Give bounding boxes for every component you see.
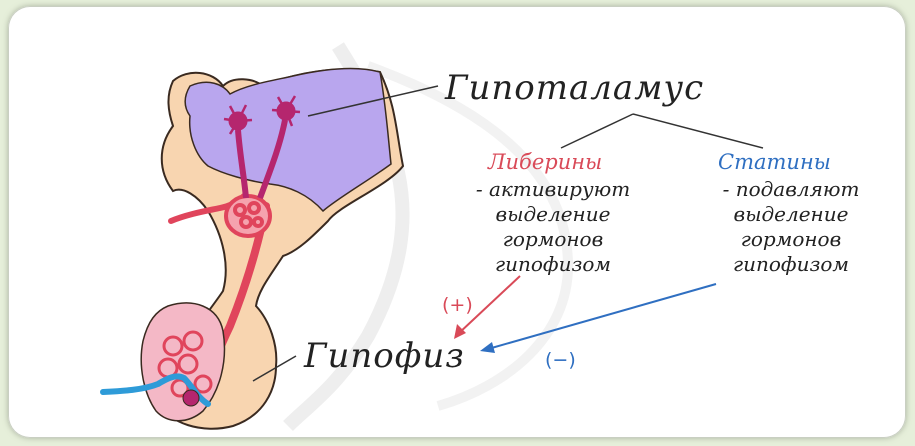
vein-node xyxy=(183,390,199,406)
statins-line: - подавляют xyxy=(676,177,906,202)
branch-statins xyxy=(633,114,763,148)
liberins-description: - активируют выделение гормонов гипофизо… xyxy=(428,177,678,277)
liberins-line: гормонов xyxy=(428,227,678,252)
hypothalamus-label: Гипоталамус xyxy=(445,71,704,105)
statins-arrowhead xyxy=(480,342,495,353)
statins-effect-sign: (−) xyxy=(545,349,576,371)
statins-line: выделение xyxy=(676,202,906,227)
liberins-line: гипофизом xyxy=(428,252,678,277)
statins-arrow xyxy=(488,284,716,349)
primary-capillary-plexus xyxy=(226,196,270,236)
statins-line: гипофизом xyxy=(676,252,906,277)
liberins-effect-sign: (+) xyxy=(442,294,473,316)
liberins-line: выделение xyxy=(428,202,678,227)
liberins-line: - активируют xyxy=(428,177,678,202)
statins-line: гормонов xyxy=(676,227,906,252)
slide-card: Гипоталамус Гипофиз Либерины - активирую… xyxy=(8,6,906,438)
statins-description: - подавляют выделение гормонов гипофизом xyxy=(676,177,906,277)
liberins-title: Либерины xyxy=(488,152,602,173)
statins-title: Статины xyxy=(718,152,831,173)
branch-liberins xyxy=(561,114,633,148)
pituitary-label: Гипофиз xyxy=(304,339,465,373)
